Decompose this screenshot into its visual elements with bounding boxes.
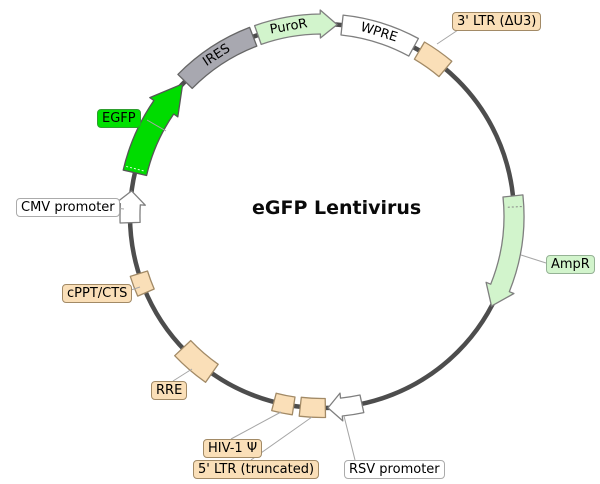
label-rre: RRE [151,381,188,400]
feature-ltr5 [298,396,327,419]
label-hiv1-psi: HIV-1 Ψ [203,439,263,458]
label-ltr5: 5' LTR (truncated) [193,460,320,479]
leader-hiv1-psi [230,411,282,440]
label-rsv-promoter: RSV promoter [344,460,445,479]
leader-rsv-promoter [343,415,356,461]
feature-egfp-boundary-dash [126,165,146,172]
leader-ampr [520,254,547,264]
feature-ltr3 [413,41,453,78]
feature-egfp [122,83,184,177]
leader-egfp [146,119,167,132]
feature-ampr [485,194,525,307]
feature-cppt-cts [129,270,155,297]
label-ltr3: 3' LTR (ΔU3) [452,12,542,31]
label-ampr: AmpR [546,255,595,274]
label-cppt-cts: cPPT/CTS [62,284,133,303]
feature-ires [177,26,258,90]
feature-ampr-boundary-dash [505,206,522,208]
leader-rre [172,368,193,382]
label-cmv-promoter: CMV promoter [16,198,120,217]
feature-rre [174,339,219,383]
feature-cmv-promoter [114,190,146,224]
feature-hiv1-psi [271,392,296,416]
plasmid-title: eGFP Lentivirus [252,197,422,219]
leader-ltr3 [436,29,459,45]
feature-wpre [340,14,420,57]
feature-puror-band-label: PuroR [269,16,309,37]
feature-puror [253,9,338,46]
feature-rsv-promoter [327,392,365,422]
label-egfp: EGFP [97,109,141,128]
